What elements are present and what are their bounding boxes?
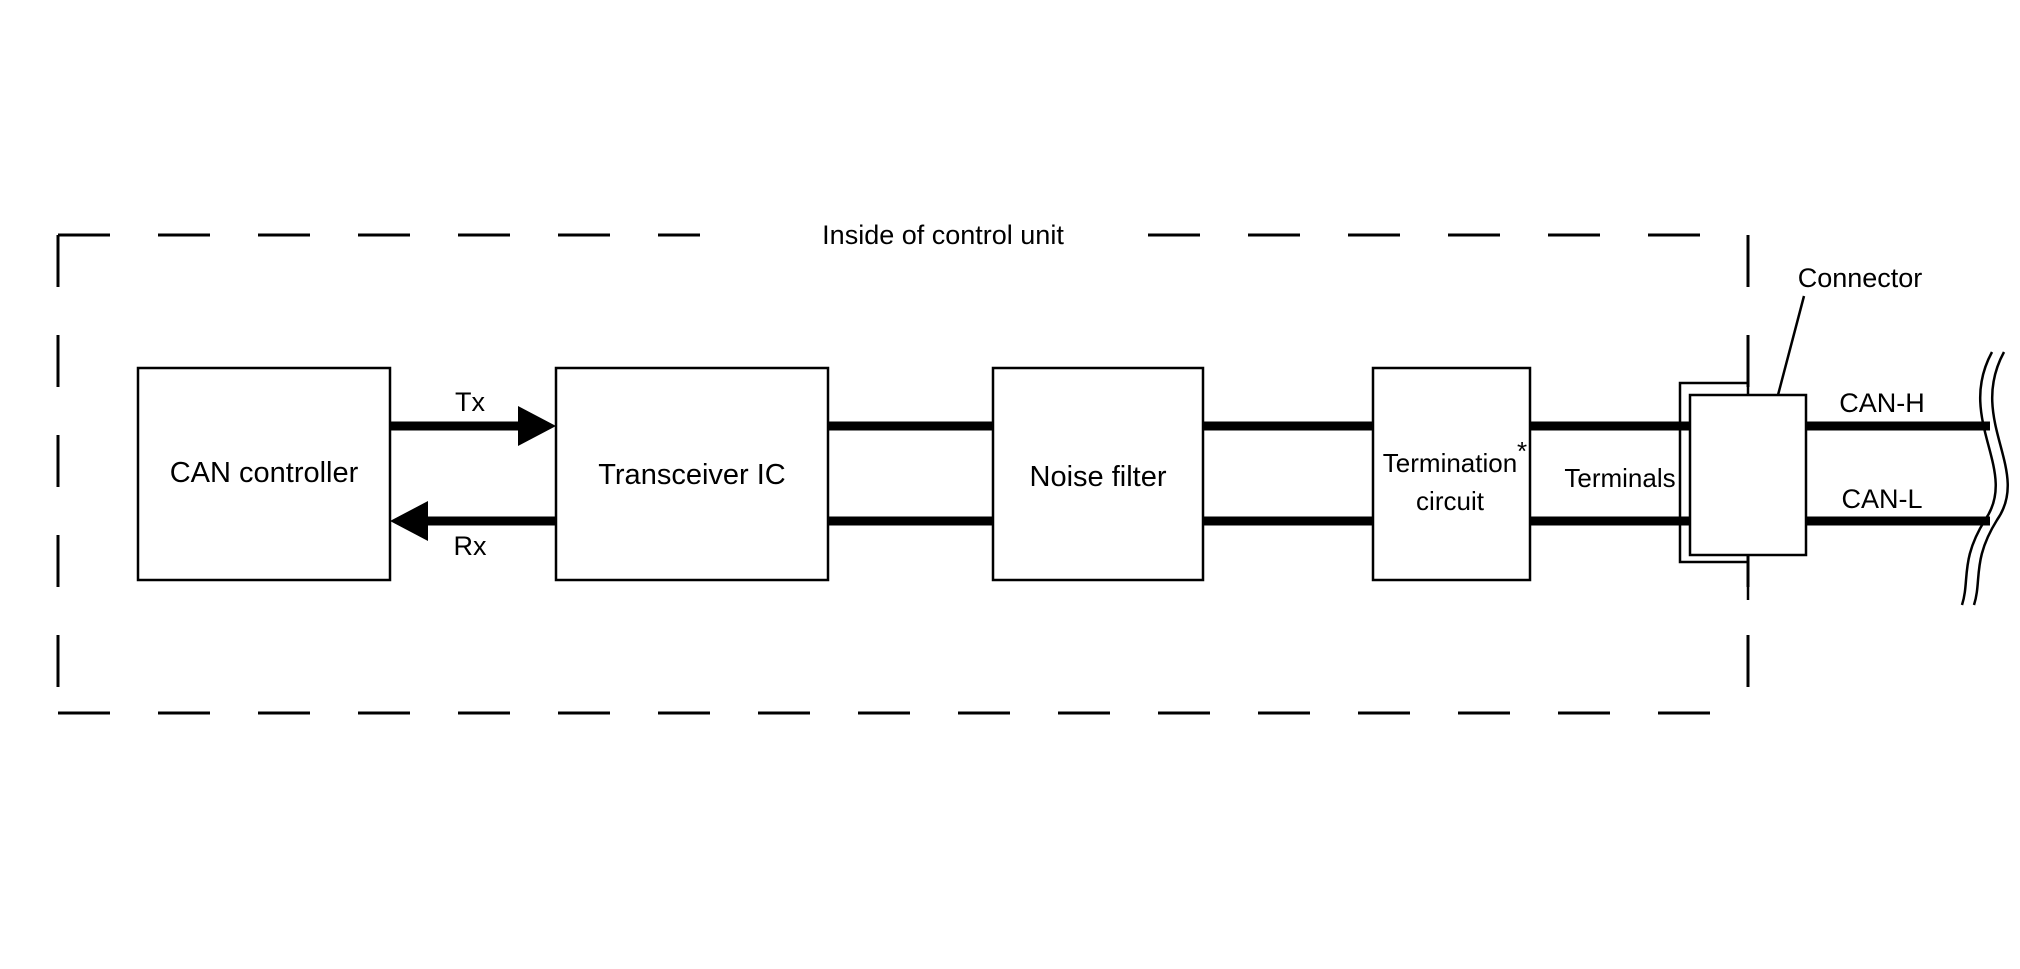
termination-asterisk: * <box>1517 436 1527 466</box>
tx-label: Tx <box>455 387 485 417</box>
rx-arrow <box>390 501 556 541</box>
termination-block <box>1371 366 1532 582</box>
connector-leader-line <box>1776 295 1806 396</box>
can-controller-block <box>136 366 392 582</box>
transceiver-block <box>554 366 830 582</box>
transceiver-label: Transceiver IC <box>598 459 785 491</box>
tx-arrow <box>390 406 556 446</box>
connector <box>1678 338 1808 600</box>
noise-filter-block <box>991 366 1205 582</box>
can-h-label: CAN-H <box>1839 388 1925 418</box>
wire-break-mark <box>1960 351 2009 606</box>
can-l-label: CAN-L <box>1841 484 1922 514</box>
terminals-label: Terminals <box>1564 463 1675 493</box>
can-controller-label: CAN controller <box>170 457 359 489</box>
termination-label-line1: Termination <box>1383 448 1517 478</box>
termination-label-line2: circuit <box>1416 486 1485 516</box>
connector-label: Connector <box>1798 263 1923 293</box>
rx-label: Rx <box>454 531 487 561</box>
noise-filter-label: Noise filter <box>1030 461 1167 493</box>
control-unit-label: Inside of control unit <box>822 220 1064 250</box>
